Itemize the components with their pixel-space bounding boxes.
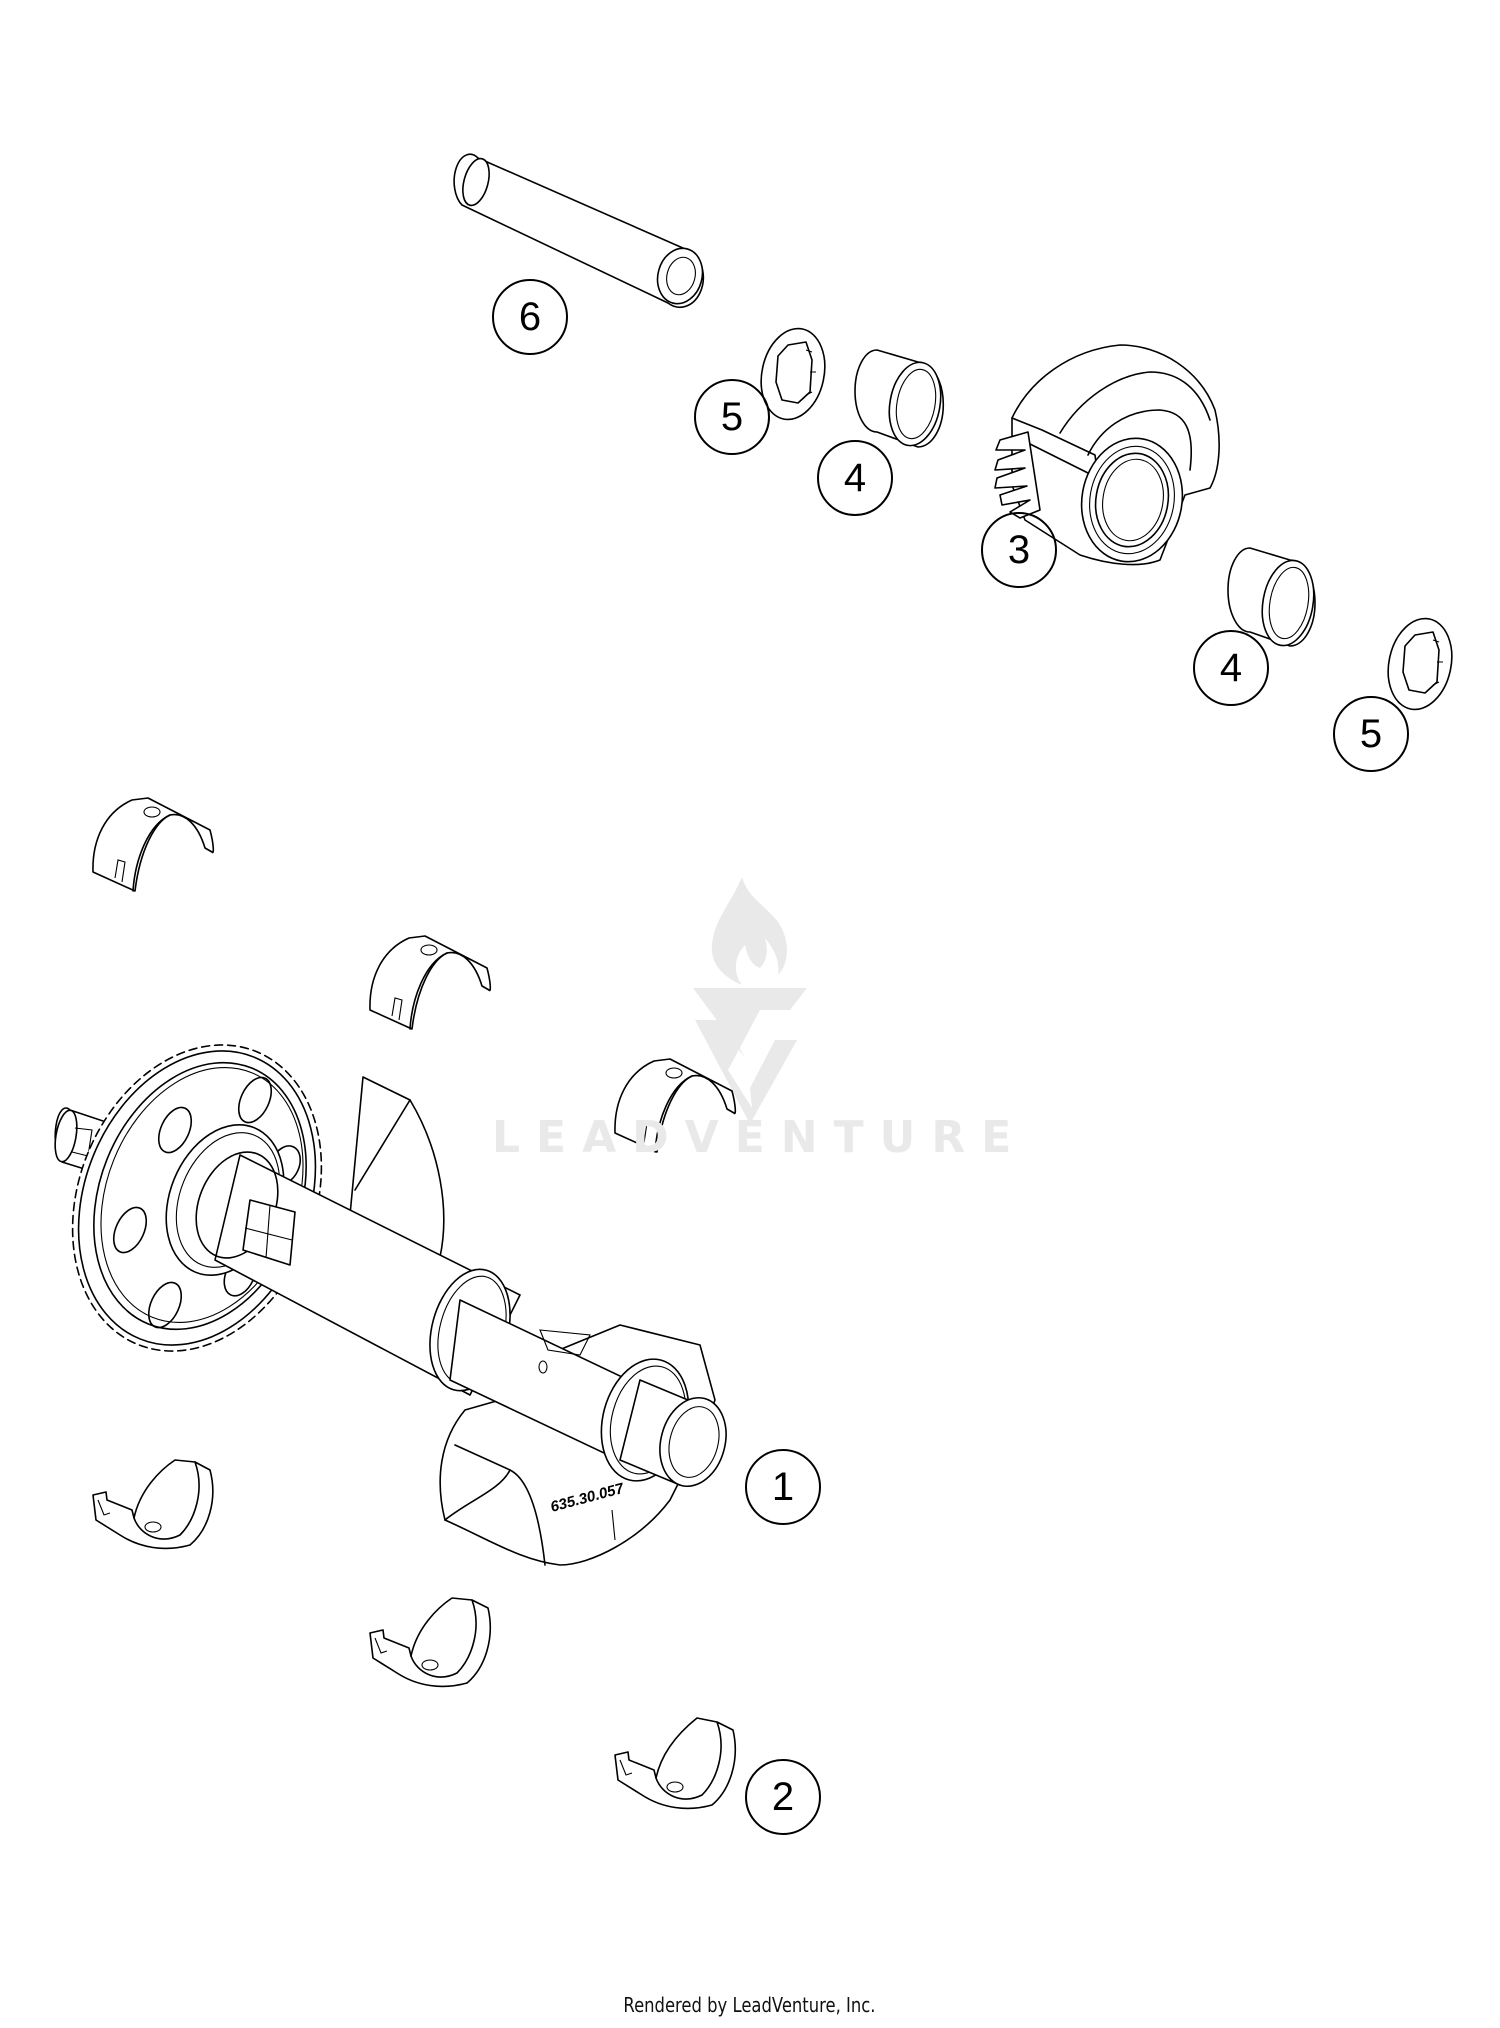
bearing-shell-lower-d[interactable]: [92, 1459, 214, 1550]
bushing-part-4-lower[interactable]: [1227, 547, 1320, 650]
leadventure-watermark-text: LEADVENTURE: [492, 1112, 1028, 1163]
bearing-shell-lower-e[interactable]: [369, 1597, 492, 1688]
washer-part-5-upper[interactable]: [753, 323, 833, 426]
callout-3[interactable]: 3: [981, 512, 1057, 588]
callout-2[interactable]: 2: [745, 1759, 821, 1835]
bearing-shell-lower-f[interactable]: [614, 1717, 737, 1810]
callout-5-lower[interactable]: 5: [1333, 696, 1409, 772]
callout-5-upper[interactable]: 5: [694, 379, 770, 455]
bearing-shell-upper-b[interactable]: [369, 935, 492, 1030]
bearing-shell-upper-c[interactable]: [614, 1058, 737, 1153]
callout-4-lower[interactable]: 4: [1193, 630, 1269, 706]
bearing-shell-upper-a[interactable]: [92, 797, 215, 892]
callout-1[interactable]: 1: [745, 1449, 821, 1525]
counterweight-gear-part-3[interactable]: [994, 344, 1220, 570]
bushing-part-4-upper[interactable]: [854, 349, 947, 450]
callout-4-upper[interactable]: 4: [817, 440, 893, 516]
callout-6[interactable]: 6: [492, 279, 568, 355]
washer-part-5-lower[interactable]: [1380, 613, 1460, 716]
pin-part-6[interactable]: [453, 153, 708, 308]
balancer-shaft-part-1[interactable]: 635.30.057: [28, 1007, 735, 1566]
leadventure-watermark-logo: [693, 877, 807, 1124]
footer-credit: Rendered by LeadVenture, Inc.: [623, 1993, 876, 2017]
